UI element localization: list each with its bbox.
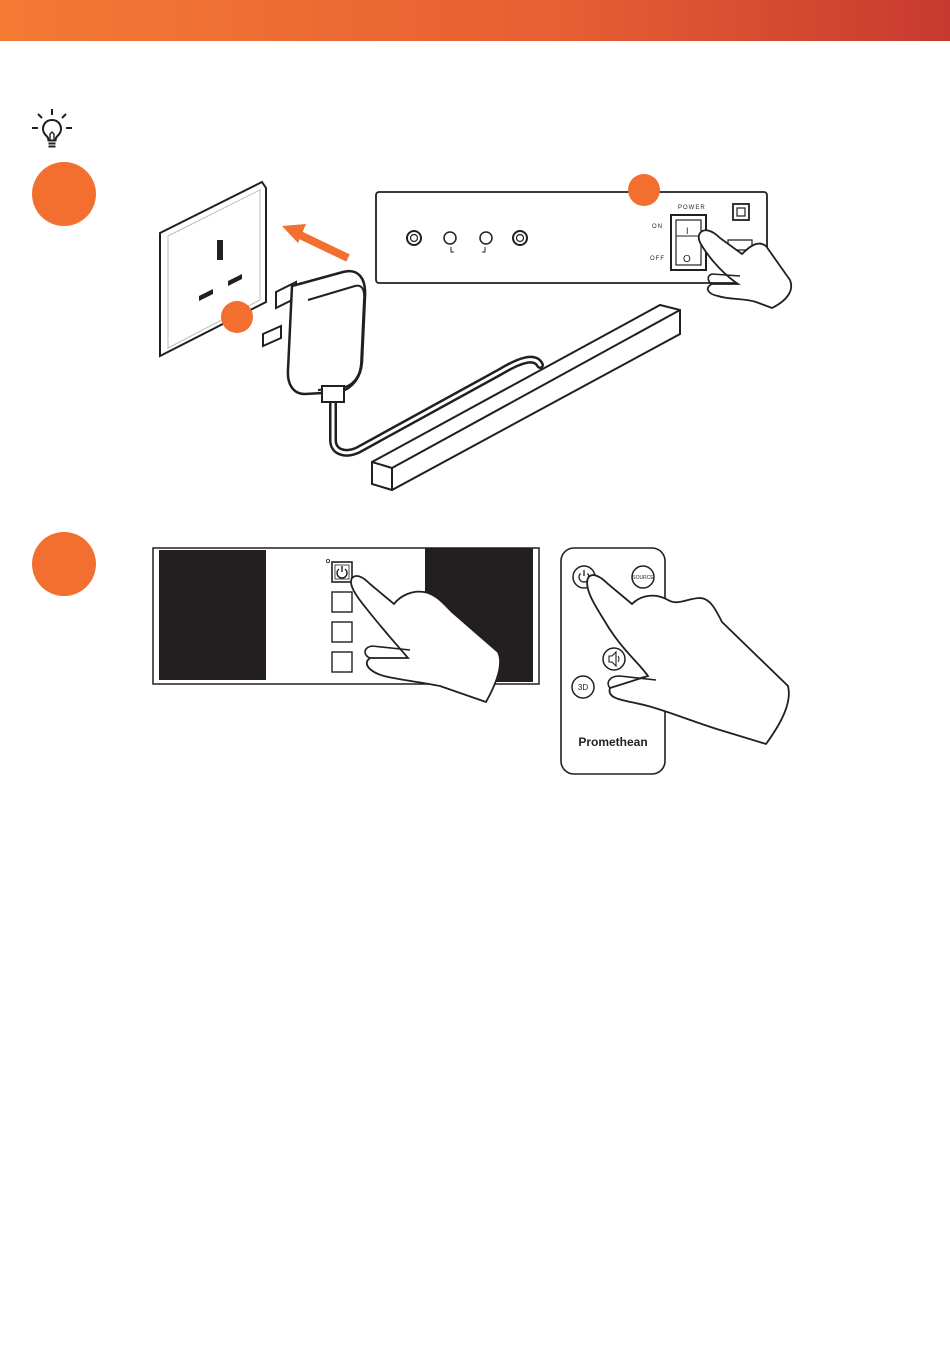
- amplifier-step-badge: [628, 174, 660, 206]
- power-label: POWER: [678, 205, 706, 211]
- switch-on-symbol[interactable]: I: [686, 226, 689, 236]
- lightbulb-icon: [30, 108, 74, 150]
- power-plug: [263, 271, 365, 402]
- display-control-panel: [150, 545, 545, 710]
- header-bar: [0, 0, 950, 41]
- step-1-badge: [32, 162, 96, 226]
- wall-socket: [160, 182, 266, 356]
- remote-3d-button[interactable]: 3D: [572, 676, 594, 698]
- on-label: ON: [652, 224, 663, 230]
- remote-volume-button[interactable]: [603, 648, 625, 670]
- 3d-label: 3D: [578, 683, 588, 692]
- source-label: SOURCE: [632, 575, 654, 581]
- panel-power-button[interactable]: [332, 562, 352, 582]
- panel-button-2[interactable]: [332, 592, 352, 612]
- panel-button-3[interactable]: [332, 622, 352, 642]
- arrow-icon: [282, 224, 348, 258]
- remote-control: SOURCE 3D Promethean: [555, 540, 795, 780]
- switch-off-symbol[interactable]: O: [683, 254, 691, 265]
- remote-source-button[interactable]: SOURCE: [632, 566, 654, 588]
- soundbar: [372, 305, 680, 490]
- panel-button-4[interactable]: [332, 652, 352, 672]
- step-1-illustration: POWER ON OFF I O: [150, 170, 810, 515]
- step-2-badge: [32, 532, 96, 596]
- plug-step-badge: [221, 301, 253, 333]
- remote-brand-logo: Promethean: [578, 735, 647, 749]
- off-label: OFF: [650, 256, 665, 262]
